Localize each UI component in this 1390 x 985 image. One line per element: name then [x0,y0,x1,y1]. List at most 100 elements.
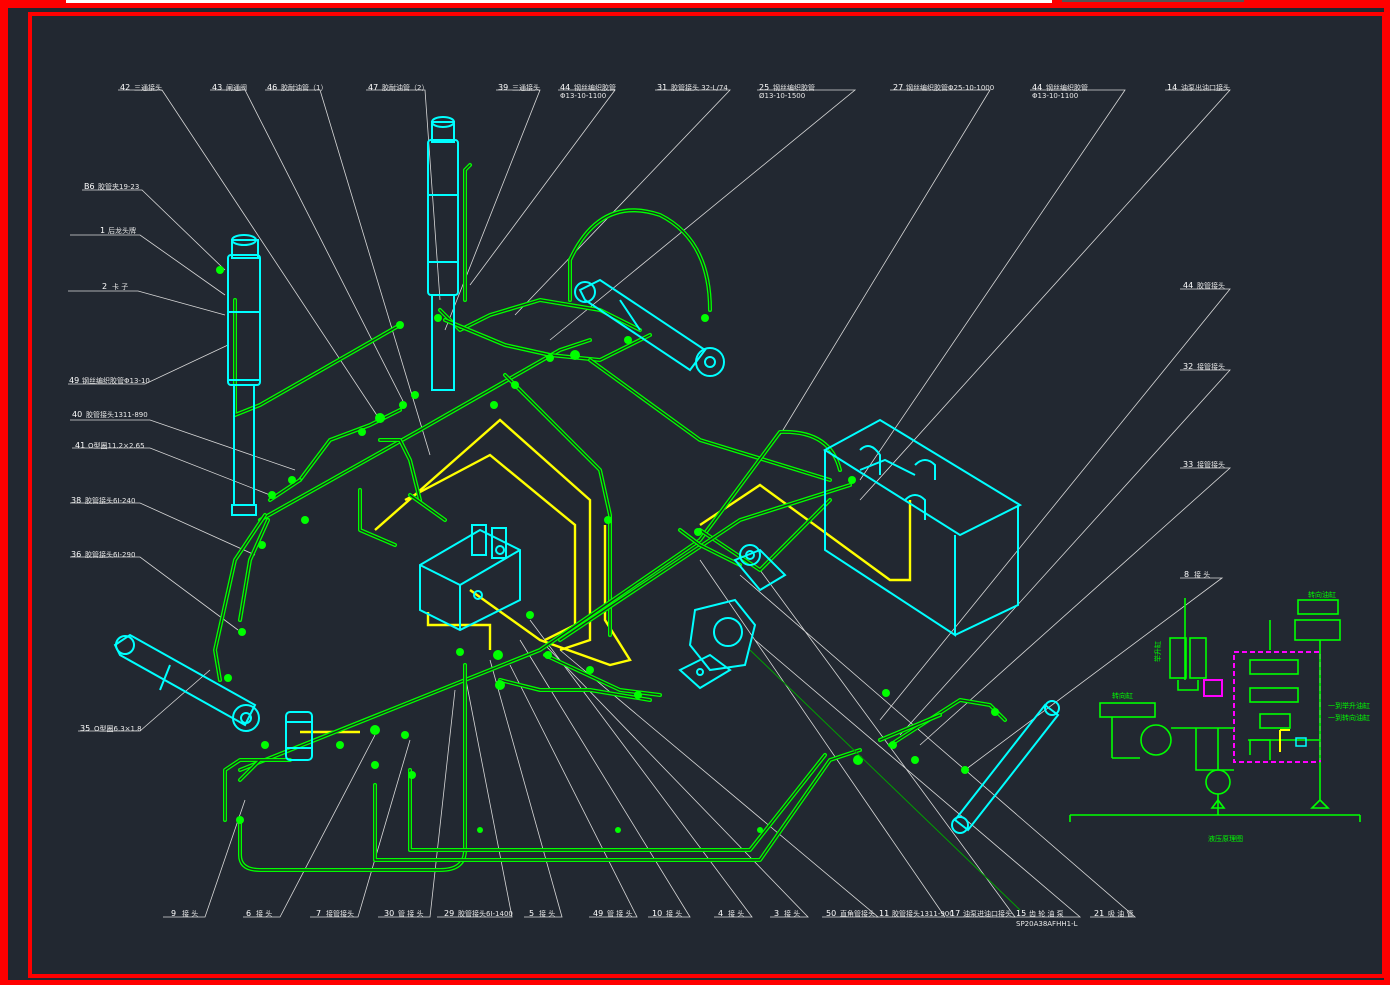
schematic-tag: 转向油缸 [1308,590,1336,599]
schematic-tag: 一到举升油缸 [1328,701,1370,710]
callout-number: 15 [1016,909,1026,918]
callout-number: 4 [718,909,723,918]
hydraulic-pipe-core [379,439,421,501]
hydraulic-pipe-core [499,679,651,701]
callout-text: 胶管接头6I-240 [85,496,135,505]
callout-labels-left: B6 胶管夹19-23 1 后龙头牌 2 卡 子 49 钢丝编织胶管Φ13-10… [69,182,150,733]
callout-number: 44 [560,83,570,92]
callout-text: 钢丝编织胶管Φ13-10 [82,376,150,385]
steering-cylinder-lower [113,633,260,732]
top-tab [66,0,1052,3]
callout-text: 接管接头 [1197,460,1225,469]
callout-number: 36 [71,550,81,559]
callout-text: O型圈11.2×2.65 [88,441,145,450]
callout-number: 41 [75,441,85,450]
callout-text: 钢丝编织胶管 [1046,83,1088,92]
hydraulic-pipe-core [569,209,711,311]
callout-number: 10 [652,909,662,918]
callout-text: 钢丝编织胶管 [773,83,815,92]
hydraulic-pipe-core [409,494,446,521]
pump-bracket [733,544,787,592]
callout-text: 卡 子 [112,282,128,291]
callout-text: 胶管接头6I-290 [85,550,135,559]
callout-text: 三通接头 [134,83,162,92]
hydraulic-pipe-core [589,359,831,481]
callout-subtext: Φ13-10-1100 [1032,92,1078,100]
callout-text: 管 接 头 [607,909,632,918]
lift-cylinder-left [227,234,261,516]
callout-text: 接管接头 [1197,362,1225,371]
callout-text: 直角管接头 [840,909,875,918]
callout-number: 38 [71,496,81,505]
ground-line [749,649,1021,911]
callout-number: 49 [593,909,603,918]
callout-number: 1 [100,226,105,235]
callout-labels-top: 42 三通接头 43 闸通阀 46 胶耐油管（1） 47 胶耐油管（2） 39 … [120,83,1230,100]
multi-way-valve [419,524,521,632]
callout-number: 3 [774,909,779,918]
callout-subtext: Ø13-10-1500 [759,92,805,100]
callout-text: 油泵出油口接头 [1181,83,1230,92]
callout-text: 接 头 [784,909,800,918]
drawing-background [8,8,1384,980]
callout-text: 管 接 头 [398,909,423,918]
oil-tank [823,418,1023,637]
callout-text: 闸通阀 [226,83,247,92]
callout-number: 6 [246,909,251,918]
callout-text: 齿 轮 油 泵 [1029,909,1064,918]
callout-number: 25 [759,83,769,92]
hydraulic-pipe-core [409,754,826,851]
callout-number: 50 [826,909,836,918]
callout-number: 29 [444,909,454,918]
callout-text: 钢丝编织胶管 [574,83,616,92]
callout-number: 40 [72,410,82,419]
callout-number: 9 [171,909,176,918]
hydraulic-pipe-core [239,519,269,621]
callout-number: 44 [1183,281,1193,290]
callout-text: 接 头 [256,909,272,918]
callout-text: 接管接头 [326,909,354,918]
callout-number: 5 [529,909,534,918]
callout-text: 胶管接头 [1197,281,1225,290]
hydraulic-pipe-core [259,339,591,521]
callout-text: 油泵进油口接头 [963,909,1012,918]
hydraulic-pipe-core [544,654,661,696]
callout-text: 胶管接头1311-900 [892,909,954,918]
callout-number: 2 [102,282,107,291]
callout-number: B6 [84,182,95,191]
callout-text: 接 头 [728,909,744,918]
hydraulic-pipe-core [679,529,741,566]
callout-text: O型圈6.3×1.8 [94,724,142,733]
hydraulic-pipe-core [224,759,291,821]
schematic-tag: 转向缸 [1112,691,1133,700]
callout-number: 8 [1184,570,1189,579]
hydraulic-pipe-core [299,409,401,481]
callout-text: 吸 油 管 [1108,909,1133,918]
hydraulic-pipe-core [359,489,396,546]
callout-number: 27 [893,83,903,92]
hydraulic-pipe-core [214,514,266,681]
components [113,116,1060,834]
lift-cylinder-middle [427,116,459,391]
callout-text: 接 头 [666,909,682,918]
hydraulic-pipe-core [699,499,831,571]
callout-subtext: SP20A38AFHH1-L [1016,920,1078,928]
hydraulic-pipe-core [559,484,851,641]
oil-filter [285,711,313,761]
callout-number: 44 [1032,83,1042,92]
schematic-title: 液压原理图 [1208,834,1243,843]
hydraulic-pipe-core [464,164,471,301]
callout-text: 胶管接头1311-890 [86,410,148,419]
callout-number: 35 [80,724,90,733]
hydraulic-pipe-core [234,299,401,416]
callout-number: 30 [384,909,394,918]
callout-number: 21 [1094,909,1104,918]
callout-number: 32 [1183,362,1193,371]
callout-number: 47 [368,83,378,92]
callout-number: 49 [69,376,79,385]
top-tab-2 [1062,0,1244,2]
callout-text: 接 头 [1194,570,1210,579]
callout-number: 39 [498,83,508,92]
callout-labels-bottom: 9 接 头 6 接 头 7 接管接头 30 管 接 头 29 胶管接头6I-14… [171,909,1133,928]
